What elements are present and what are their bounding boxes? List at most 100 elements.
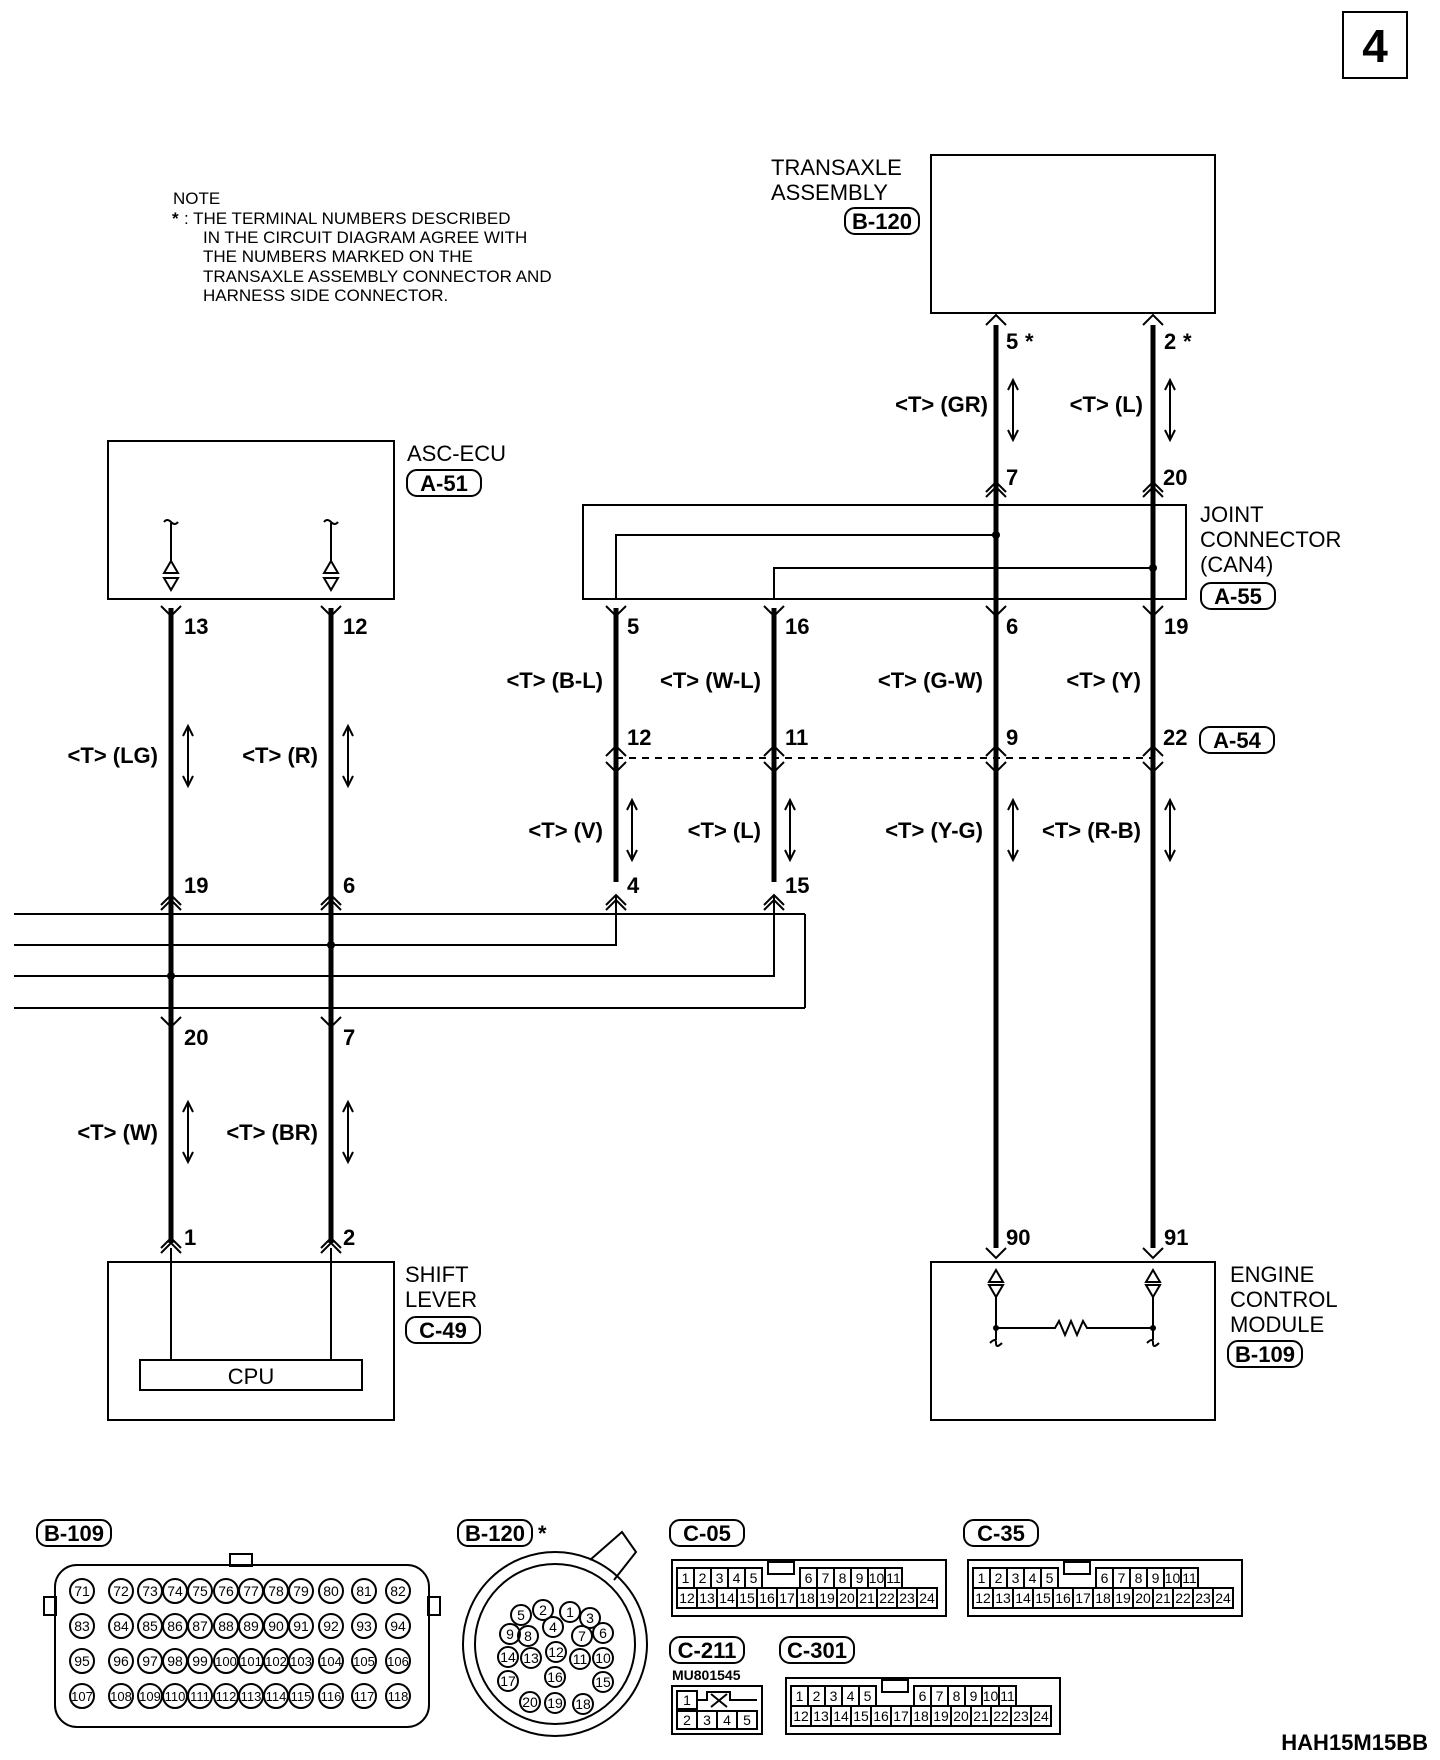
b109-pin-label: 76 (218, 1583, 234, 1599)
c301-pin-label: 24 (1033, 1708, 1049, 1724)
wire-label-gr: <T> (GR) (895, 392, 988, 417)
terminal-7-top: 7 (1006, 465, 1018, 490)
c05-pin-label: 21 (859, 1590, 875, 1606)
shift-label-1: SHIFT (405, 1262, 469, 1287)
b109-pin-label: 86 (167, 1618, 183, 1634)
note-line-4: TRANSAXLE ASSEMBLY CONNECTOR AND (203, 267, 552, 286)
b109-pin-label: 100 (215, 1654, 237, 1669)
c301-pin-label: 14 (833, 1708, 849, 1724)
c301-pin-label: 4 (847, 1688, 855, 1704)
b109-pin-label: 111 (190, 1689, 210, 1704)
c05-pin-label: 19 (819, 1590, 835, 1606)
c301-pin-label: 20 (953, 1708, 969, 1724)
wire-label-w: <T> (W) (77, 1120, 158, 1145)
c05-face-label: C-05 (683, 1521, 731, 1546)
terminal-numbers: 5 * 2 * 7 20 13 12 5 16 6 19 12 11 9 22 … (184, 329, 1192, 1250)
c35-pin-label: 3 (1012, 1570, 1020, 1586)
c211-pin-label: 4 (723, 1712, 731, 1728)
c211-part-code: MU801545 (672, 1667, 741, 1683)
b109-pin-label: 107 (71, 1689, 93, 1704)
transaxle-connector: B-120 (852, 209, 912, 234)
b109-pin-label: 95 (74, 1653, 90, 1669)
b109-pin-label: 117 (354, 1689, 375, 1704)
b109-pin (69, 1648, 95, 1674)
c05-pin-label: 22 (879, 1590, 895, 1606)
c35-latch (1063, 1561, 1091, 1575)
b109-pin-label: 113 (241, 1689, 262, 1704)
c35-pin-label: 17 (1075, 1590, 1091, 1606)
signal-arrows (182, 377, 1176, 1165)
ecm-label-1: ENGINE (1230, 1262, 1314, 1287)
engine-control-module: ENGINE CONTROL MODULE B-109 (930, 1261, 1338, 1421)
b109-pin (318, 1683, 344, 1709)
note-block: NOTE * : THE TERMINAL NUMBERS DESCRIBED … (172, 189, 552, 305)
a54-connector-id: A-54 (1213, 728, 1261, 753)
asc-ecu: ASC-ECU A-51 (107, 440, 506, 600)
b109-pin-label: 89 (243, 1618, 259, 1634)
wire-label-l-top: <T> (L) (1070, 392, 1143, 417)
c05-pin-label: 6 (805, 1570, 813, 1586)
c35-pin-label: 2 (995, 1570, 1003, 1586)
c35-pin-label: 11 (1182, 1570, 1197, 1586)
b109-pin-label: 97 (142, 1653, 158, 1669)
b120-pin (545, 1641, 567, 1663)
b109-pin-label: 102 (265, 1654, 287, 1669)
shift-label-2: LEVER (405, 1287, 477, 1312)
c301-pin-label: 2 (813, 1688, 821, 1704)
c35-pin (1212, 1587, 1234, 1609)
c05-pin-label: 14 (719, 1590, 735, 1606)
b120-pin (544, 1692, 566, 1714)
terminal-5-star: 5 (1006, 329, 1018, 354)
b109-pin-label: 81 (356, 1583, 372, 1599)
page-number: 4 (1362, 20, 1388, 72)
c35-pin-label: 14 (1015, 1590, 1031, 1606)
b109-pin (385, 1648, 411, 1674)
b120-pin (519, 1691, 541, 1713)
b120-pin (497, 1646, 519, 1668)
b109-pin-label: 82 (390, 1583, 406, 1599)
terminal-15: 15 (785, 873, 809, 898)
b120-pin-label: 15 (595, 1674, 611, 1690)
c35-pin-label: 7 (1118, 1570, 1126, 1586)
b120-pin-label: 13 (523, 1650, 539, 1666)
b109-face-label: B-109 (44, 1521, 104, 1546)
figure-code: HAH15M15BB (1281, 1730, 1428, 1755)
c05-pin-label: 24 (919, 1590, 935, 1606)
b109-pin (318, 1648, 344, 1674)
c211-pin (736, 1710, 758, 1730)
c35-face-label: C-35 (977, 1521, 1025, 1546)
b109-pin (351, 1578, 377, 1604)
b120-pin (592, 1622, 614, 1644)
b109-pin (288, 1613, 314, 1639)
note-star: * (172, 209, 179, 228)
terminal-12-asc: 12 (343, 614, 367, 639)
b120-pin-label: 5 (517, 1607, 525, 1623)
joint-label-2: CONNECTOR (1200, 527, 1341, 552)
asc-ecu-label: ASC-ECU (407, 441, 506, 466)
c35-pin-label: 6 (1101, 1570, 1109, 1586)
c05-pin-label: 20 (839, 1590, 855, 1606)
b120-pin-label: 18 (575, 1696, 591, 1712)
terminal-2-star: 2 (1164, 329, 1176, 354)
wire-label-v: <T> (V) (528, 818, 603, 843)
b109-pin-label: 94 (390, 1618, 406, 1634)
terminal-9: 9 (1006, 725, 1018, 750)
c211-pin-label: 5 (743, 1712, 751, 1728)
b109-pin-label: 92 (323, 1618, 339, 1634)
c301-latch (881, 1679, 909, 1693)
c301-face-label: C-301 (787, 1638, 847, 1663)
b120-pin-label: 20 (522, 1694, 538, 1710)
b120-pin (520, 1647, 542, 1669)
b120-pin (559, 1601, 581, 1623)
b109-pin-label: 84 (113, 1618, 129, 1634)
terminal-19-lower: 19 (184, 873, 208, 898)
c05-pin-label: 16 (759, 1590, 775, 1606)
c05-pin-label: 13 (699, 1590, 715, 1606)
b109-pin (69, 1578, 95, 1604)
terminal-90: 90 (1006, 1225, 1030, 1250)
b109-pin-label: 104 (320, 1654, 342, 1669)
